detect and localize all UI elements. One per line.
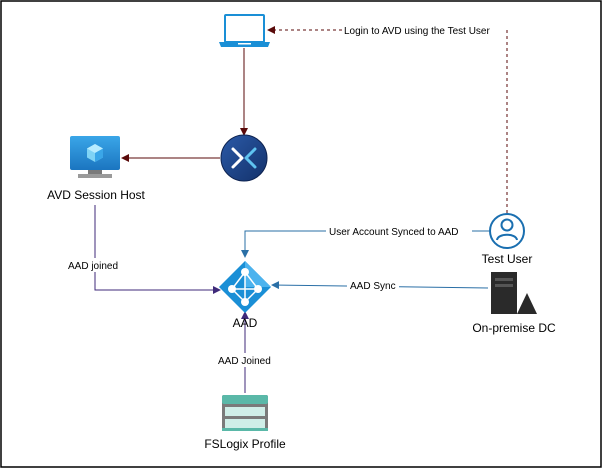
fslogix-profile-label: FSLogix Profile bbox=[204, 437, 286, 451]
on-premise-dc-label: On-premise DC bbox=[472, 321, 556, 335]
avd-session-host-label: AVD Session Host bbox=[47, 188, 145, 202]
aad-label: AAD bbox=[233, 316, 258, 330]
edge-label-aad-sync: AAD Sync bbox=[347, 278, 399, 292]
edge-label-login: Login to AVD using the Test User bbox=[342, 23, 506, 37]
svg-text:AAD joined: AAD joined bbox=[68, 261, 118, 272]
svg-text:Login to AVD using the Test Us: Login to AVD using the Test User bbox=[344, 26, 490, 37]
server-icon[interactable] bbox=[491, 272, 537, 314]
edge-host-to-aad bbox=[94, 205, 221, 294]
edge-label-aad-joined-host: AAD joined bbox=[65, 258, 127, 272]
user-icon[interactable] bbox=[489, 213, 525, 249]
laptop-icon[interactable] bbox=[219, 14, 270, 47]
svg-text:AAD Joined: AAD Joined bbox=[218, 356, 271, 367]
aad-icon[interactable] bbox=[219, 261, 271, 313]
storage-icon[interactable] bbox=[222, 395, 268, 431]
svg-text:AAD Sync: AAD Sync bbox=[350, 281, 396, 292]
svg-text:User Account Synced to AAD: User Account Synced to AAD bbox=[329, 227, 459, 238]
edge-label-aad-joined-fslogix: AAD Joined bbox=[215, 353, 277, 367]
avd-session-host-icon[interactable] bbox=[70, 136, 120, 178]
test-user-label: Test User bbox=[482, 252, 533, 266]
remote-desktop-icon[interactable] bbox=[220, 134, 268, 182]
edge-label-user-synced: User Account Synced to AAD bbox=[326, 224, 472, 238]
